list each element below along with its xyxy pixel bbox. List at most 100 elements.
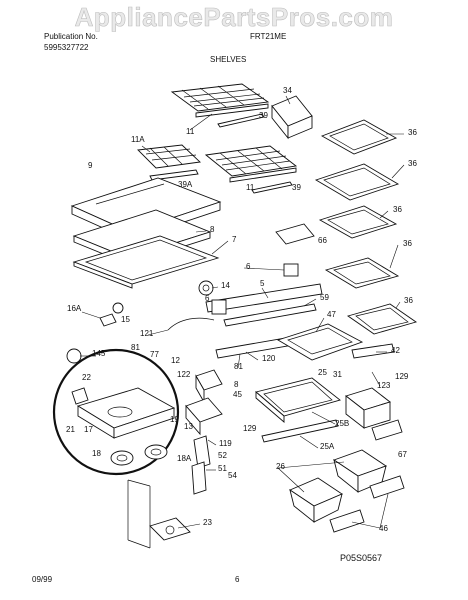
callout-129: 129: [395, 372, 409, 381]
callout-36: 36: [408, 159, 417, 168]
callout-6: 6: [205, 294, 210, 303]
callout-11: 11: [186, 127, 195, 136]
rail-25a: [261, 419, 339, 443]
callout-11: 11: [246, 183, 255, 192]
publication-label: Publication No.: [44, 32, 98, 41]
callout-77: 77: [150, 350, 159, 359]
callout-16a: 16A: [67, 304, 82, 313]
footer-date: 09/99: [32, 575, 53, 584]
callout-25b: 25B: [335, 419, 349, 428]
cabinet-corner: [127, 479, 151, 549]
rail-5: [205, 283, 323, 313]
leader-lines: [80, 95, 405, 529]
callout-36: 36: [408, 128, 417, 137]
knob-18: [110, 450, 134, 466]
cover-67: [371, 419, 403, 441]
cover-46: [329, 475, 405, 533]
callout-34: 34: [283, 86, 292, 95]
glass-shelf-36-b: [314, 163, 400, 201]
detail-circle: [52, 348, 180, 476]
callout-81: 81: [234, 362, 243, 371]
rail-59: [223, 303, 317, 327]
callout-5: 5: [260, 279, 265, 288]
callout-145: 145: [92, 349, 106, 358]
control-14: [198, 280, 214, 296]
glass-shelf-36-a: [320, 119, 398, 155]
callout-39: 39: [292, 183, 301, 192]
shelf-rail-39: [217, 113, 265, 128]
callout-39a: 39A: [178, 180, 193, 189]
watermark: AppliancePartsPros.com: [74, 2, 394, 33]
callout-26: 26: [276, 462, 285, 471]
callout-54: 54: [228, 471, 237, 480]
callout-121: 121: [140, 329, 154, 338]
callout-14: 14: [221, 281, 230, 290]
glass-shelf-36-d: [324, 257, 400, 289]
callout-129: 129: [243, 424, 257, 433]
callout-45: 45: [233, 390, 242, 399]
wire-shelf-11a: [137, 144, 201, 181]
callout-46: 46: [379, 524, 388, 533]
glass-shelf-36-e: [346, 303, 418, 335]
damper-assembly-17: [76, 387, 176, 439]
callout-120: 120: [262, 354, 276, 363]
pan-26-left: [289, 477, 343, 523]
housing-122: [195, 369, 223, 404]
callout-59: 59: [320, 293, 329, 302]
callout-25: 25: [318, 368, 327, 377]
crisper-frame-7: [72, 235, 220, 289]
pan-26-right: [333, 449, 387, 493]
drawer-frame-25: [255, 377, 341, 423]
wire-shelf-11-top: [170, 83, 270, 118]
callout-36: 36: [403, 239, 412, 248]
callout-21: 21: [66, 425, 75, 434]
footer-page: 6: [235, 575, 240, 584]
hinge-23: [149, 517, 191, 541]
callout-42: 42: [391, 346, 400, 355]
callout-66: 66: [318, 236, 327, 245]
part-145: [66, 348, 82, 364]
callout-19: 19: [170, 415, 179, 424]
wire-shelf-11-middle: [204, 145, 298, 194]
housing-13: [185, 397, 223, 436]
callout-52: 52: [218, 451, 227, 460]
callout-36: 36: [393, 205, 402, 214]
callout-51: 51: [218, 464, 227, 473]
callout-7: 7: [232, 235, 237, 244]
callout-15: 15: [121, 315, 130, 324]
pan-31: [345, 387, 391, 429]
callout-13: 13: [184, 422, 193, 431]
duct-51: [191, 435, 211, 495]
callout-23: 23: [203, 518, 212, 527]
knob-18a: [144, 444, 168, 460]
callout-8: 8: [210, 225, 215, 234]
callout-18a: 18A: [177, 454, 192, 463]
callout-9: 9: [88, 161, 93, 170]
callout-81: 81: [131, 343, 140, 352]
tube-121: [167, 317, 215, 331]
bin-34: [271, 95, 313, 140]
callout-12: 12: [171, 356, 180, 365]
callout-67: 67: [398, 450, 407, 459]
callout-6: 6: [246, 262, 251, 271]
glass-shelf-36-c: [318, 205, 398, 239]
callout-25a: 25A: [320, 442, 335, 451]
callout-47: 47: [327, 310, 336, 319]
sensor-16a: [99, 313, 117, 327]
model-number: FRT21ME: [250, 32, 287, 41]
bracket-42: [351, 343, 395, 359]
glass-shelf-47: [276, 323, 364, 361]
part-22: [71, 387, 89, 405]
callout-36: 36: [404, 296, 413, 305]
sensor-15: [112, 302, 124, 314]
callout-122: 122: [177, 370, 191, 379]
cover-66: [275, 223, 315, 245]
callout-39: 39: [259, 111, 268, 120]
callout-18: 18: [92, 449, 101, 458]
callout-8: 8: [234, 380, 239, 389]
publication-number: 5995327722: [44, 43, 89, 52]
callout-119: 119: [219, 439, 232, 448]
callout-11a: 11A: [131, 135, 145, 144]
